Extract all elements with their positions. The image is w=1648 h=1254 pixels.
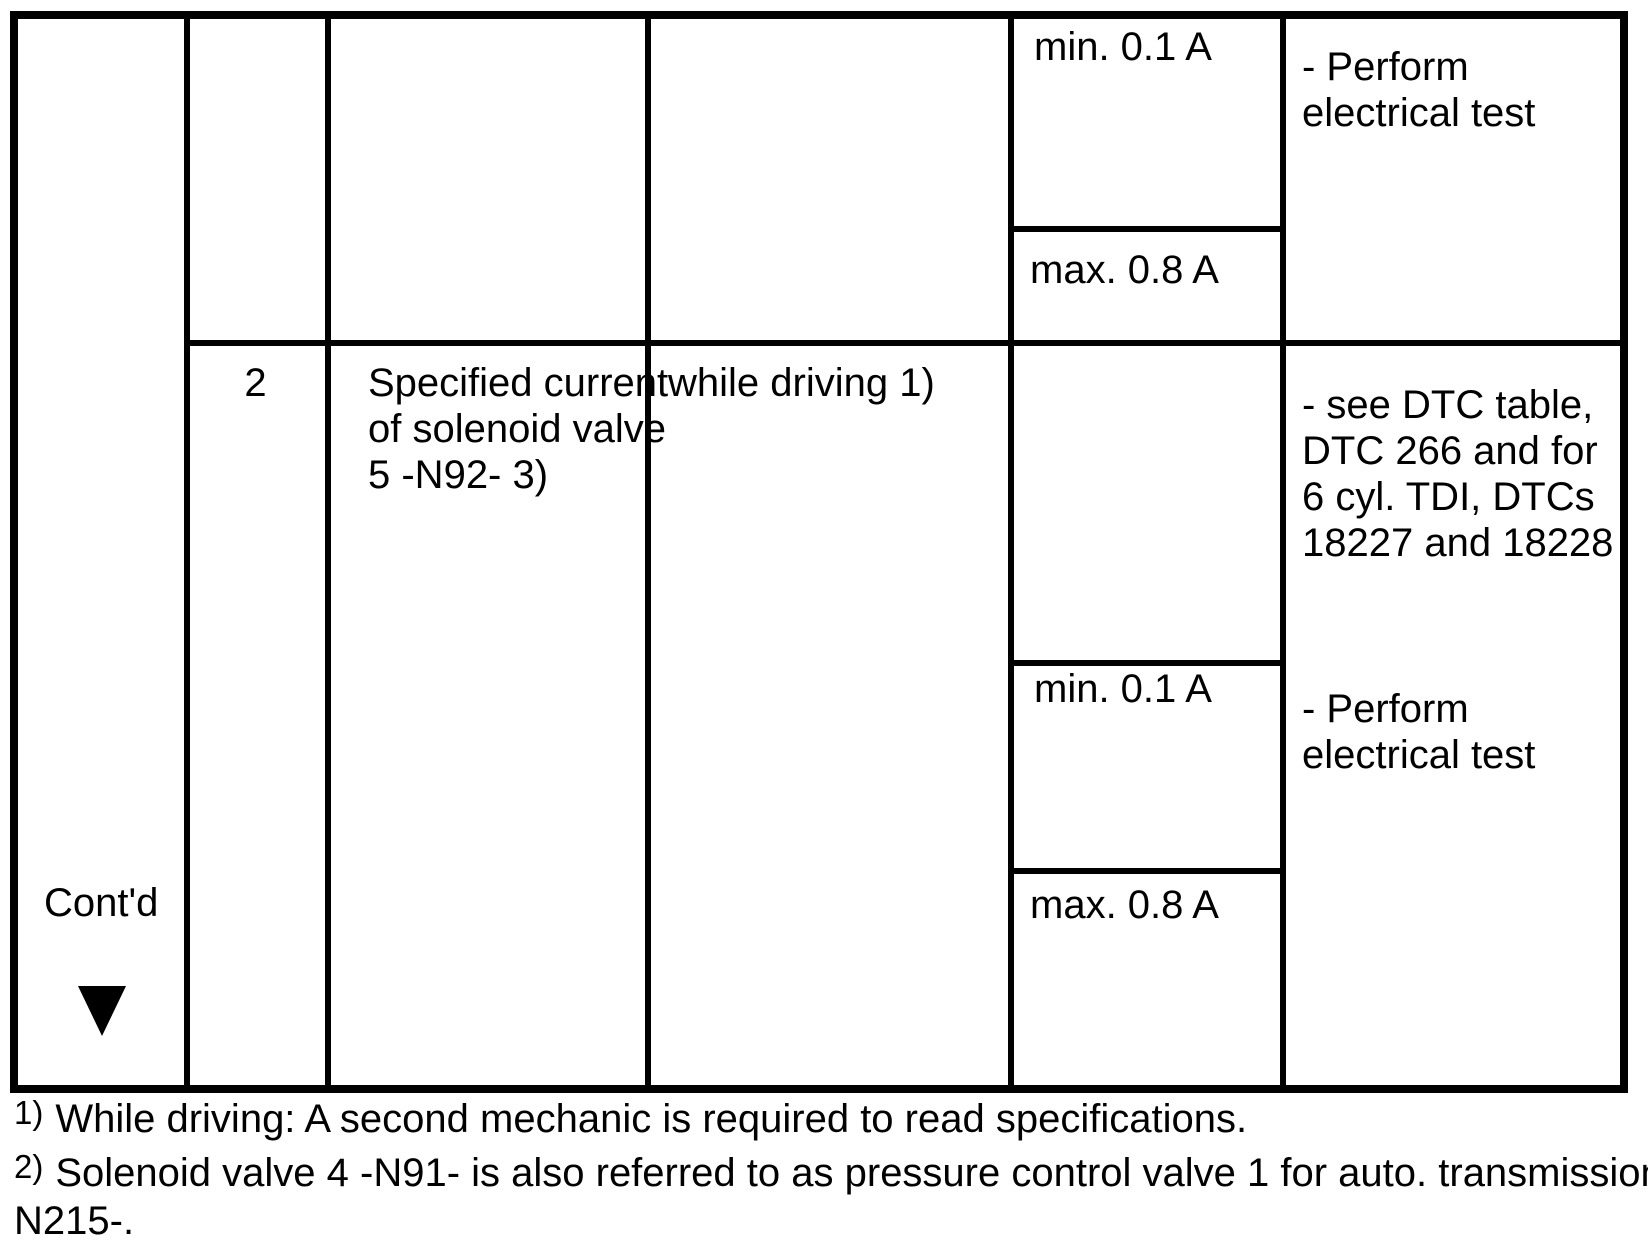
row2-result-electrical-line-1: - Perform [1302,687,1469,731]
column-divider-1 [184,11,190,1093]
column-divider-3 [645,11,651,1093]
row2-result-dtc-line-1: - see DTC table, [1302,383,1594,427]
column-divider-4 [1008,11,1014,1093]
row2-test-item: Specified current of solenoid valve 5 -N… [368,360,668,498]
row-divider [184,340,1628,346]
row2-max-value: max. 0.8 A [1030,883,1219,927]
row1-min-max-divider [1008,226,1286,232]
row2-result-dtc-line-3: 6 cyl. TDI, DTCs [1302,475,1595,519]
row2-test-item-line-3: 5 -N92- 3) [368,453,549,497]
row2-test-item-line-1: Specified current [368,361,669,405]
row2-step-number: 2 [244,361,267,405]
row2-result-dtc-line-4: 18227 and 18228 [1302,521,1614,565]
row2-min-cell-top-border [1008,660,1286,666]
row1-result: - Perform electrical test [1302,44,1535,136]
column-divider-5 [1280,11,1286,1093]
footnote-2-line-1: 2) Solenoid valve 4 -N91- is also referre… [14,1148,1648,1198]
footnote-1: 1) While driving: A second mechanic is re… [14,1094,1248,1144]
footnote-2-line-2: N215-. [14,1199,135,1243]
table-outer-border [10,11,1628,1093]
row1-min-value: min. 0.1 A [1034,25,1212,69]
continued-label: Cont'd [44,881,159,925]
continued-down-arrow-icon [78,986,126,1036]
row2-min-value: min. 0.1 A [1034,667,1212,711]
column-divider-2 [325,11,331,1093]
footnote-1-text: While driving: A second mechanic is requ… [55,1097,1248,1141]
row1-result-line-1: - Perform [1302,45,1469,89]
row1-result-line-2: electrical test [1302,91,1536,135]
footnote-1-marker: 1) [14,1094,44,1131]
row2-test-item-line-2: of solenoid valve [368,407,666,451]
footnote-2-text-line-1: Solenoid valve 4 -N91- is also referred … [55,1151,1648,1195]
footnote-2: 2) Solenoid valve 4 -N91- is also referre… [14,1148,1648,1245]
row2-result-electrical-line-2: electrical test [1302,733,1536,777]
row2-test-condition: while driving 1) [668,361,935,405]
row2-result-electrical: - Perform electrical test [1302,686,1535,778]
row1-max-value: max. 0.8 A [1030,248,1219,292]
row2-max-cell-top-border [1008,868,1286,874]
footnote-2-marker: 2) [14,1148,44,1185]
row2-result-dtc-line-2: DTC 266 and for [1302,429,1598,473]
row2-result-dtc: - see DTC table, DTC 266 and for 6 cyl. … [1302,382,1613,566]
